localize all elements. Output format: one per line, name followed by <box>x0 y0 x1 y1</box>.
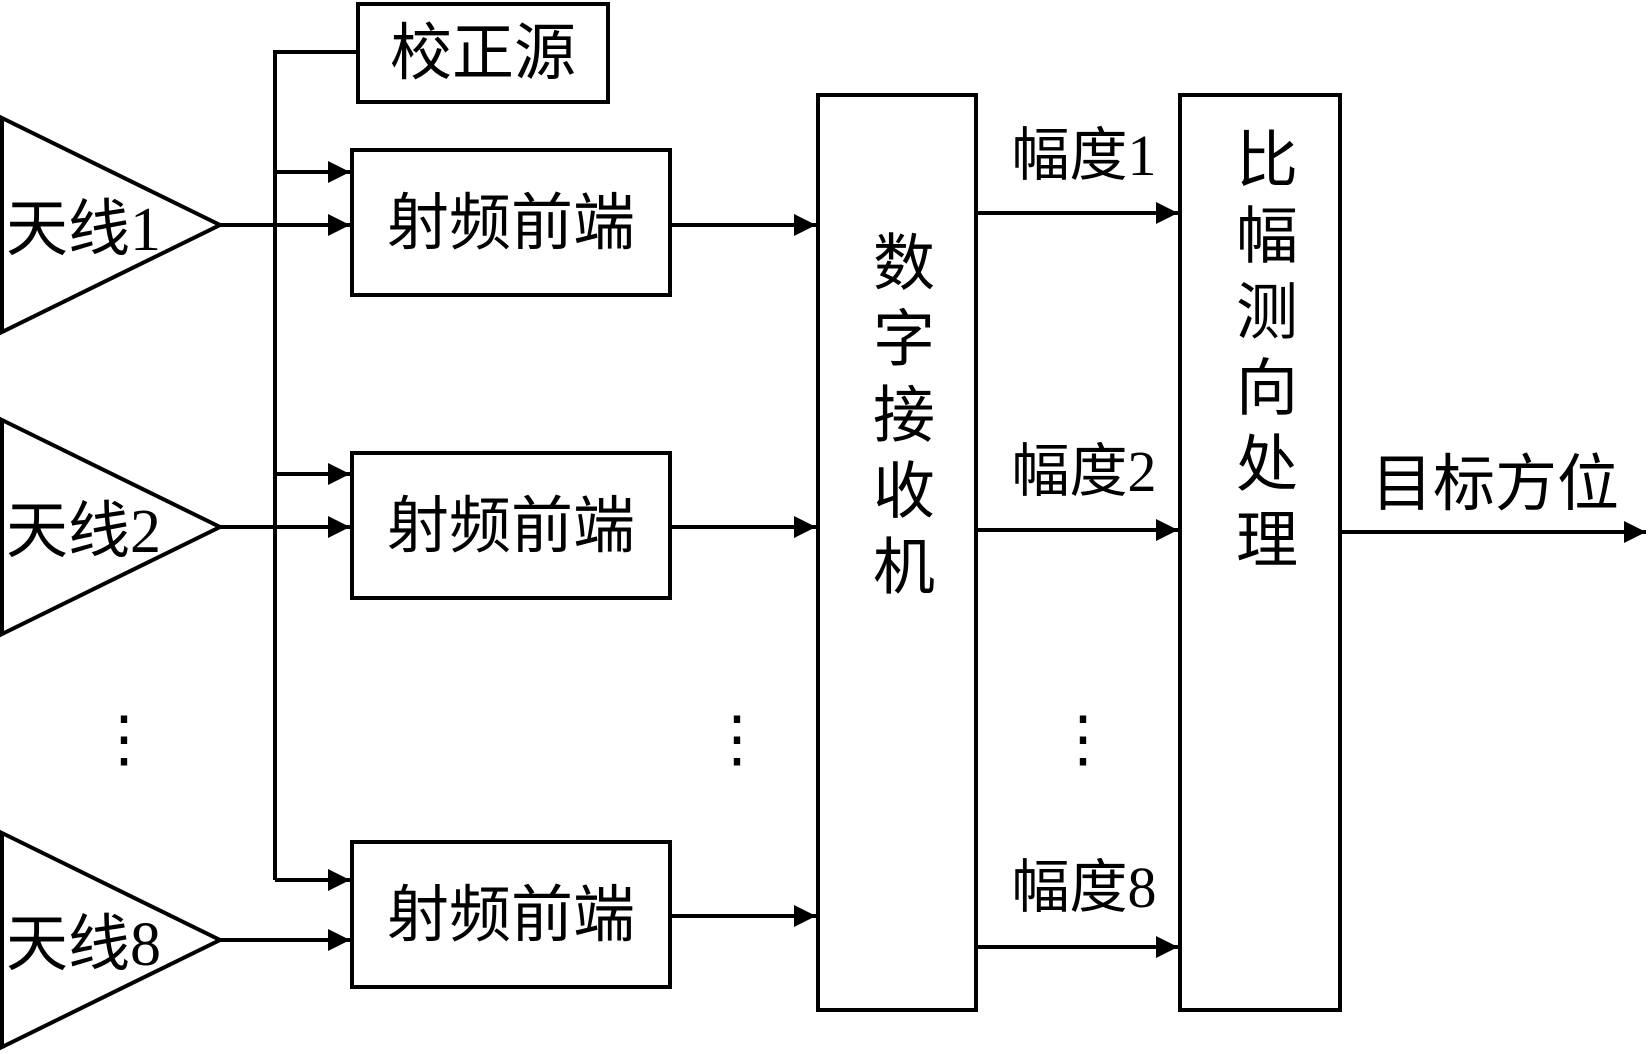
amplitude-2-label: 幅度2 <box>1011 439 1156 504</box>
antenna-8-triangle <box>0 829 225 1051</box>
processor-label: 比幅测向处理 <box>1226 127 1296 583</box>
amplitude-1-label: 幅度1 <box>1011 123 1156 188</box>
amplitude-8-label: 幅度8 <box>1011 855 1156 920</box>
digital-receiver-label: 数字接收机 <box>863 230 934 610</box>
calibration-bus-line <box>273 50 358 880</box>
ellipsis-rf: ⋮ <box>706 706 768 774</box>
rf-front-end-2-label: 射频前端 <box>387 493 635 561</box>
output-label: 目标方位 <box>1371 451 1619 519</box>
ellipsis-amplitudes: ⋮ <box>1052 706 1114 774</box>
ellipsis-antennas: ⋮ <box>93 706 155 774</box>
processor-box <box>1178 93 1342 1012</box>
antenna-8-label: 天线8 <box>6 911 161 979</box>
calibration-source-label: 校正源 <box>390 20 576 88</box>
rf-front-end-1-label: 射频前端 <box>387 190 635 258</box>
antenna-2-label: 天线2 <box>6 498 161 566</box>
rf-front-end-1-box <box>350 148 672 297</box>
antenna-2-triangle <box>0 416 225 638</box>
rf-front-end-8-label: 射频前端 <box>387 882 635 950</box>
digital-receiver-box <box>816 93 978 1012</box>
antenna-1-triangle <box>0 114 225 336</box>
antenna-1-label: 天线1 <box>6 196 161 264</box>
